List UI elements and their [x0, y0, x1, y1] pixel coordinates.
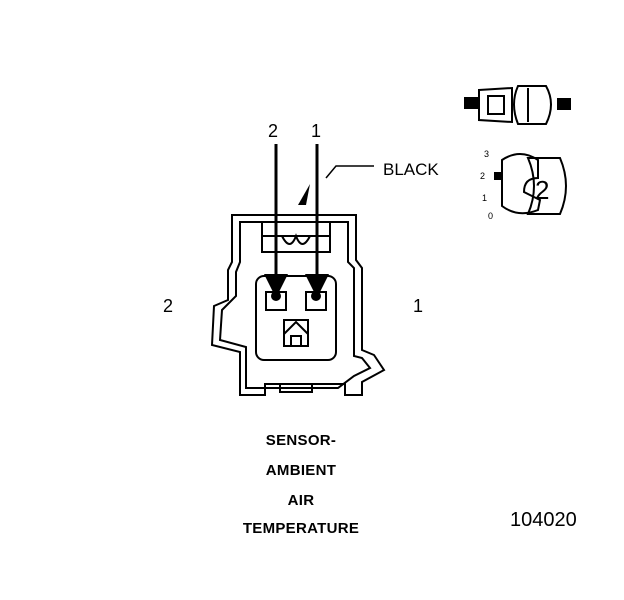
caption-line-1: SENSOR-: [265, 432, 337, 449]
caption-line-4: TEMPERATURE: [242, 520, 360, 537]
wire-label-1: 1: [311, 121, 322, 141]
scale-label-2: 2: [480, 171, 486, 181]
wire-label-2: 2: [268, 121, 279, 141]
figure-number: 104020: [510, 509, 577, 531]
terminal-1: [305, 291, 327, 311]
connector-housing: [210, 214, 386, 396]
lock-tab: [279, 384, 313, 393]
side-label-1: 1: [413, 296, 424, 316]
black-callout-leader: [325, 165, 374, 179]
side-label-2: 2: [163, 296, 174, 316]
scale-label-0: 0: [488, 211, 494, 221]
wire-color-mark: [298, 184, 310, 205]
scale-label-1: 1: [482, 193, 488, 203]
pin-cavity: [255, 275, 337, 361]
terminal-2: [265, 291, 287, 311]
position-value: 2: [535, 175, 550, 205]
caption-line-2: AMBIENT: [265, 462, 337, 479]
keying-feature: [283, 319, 309, 347]
position-indicator: [494, 153, 567, 215]
caption-line-3: AIR: [287, 492, 315, 509]
connector-side-view: [464, 85, 571, 125]
color-callout: BLACK: [383, 160, 439, 179]
scale-label-3: 3: [484, 149, 490, 159]
